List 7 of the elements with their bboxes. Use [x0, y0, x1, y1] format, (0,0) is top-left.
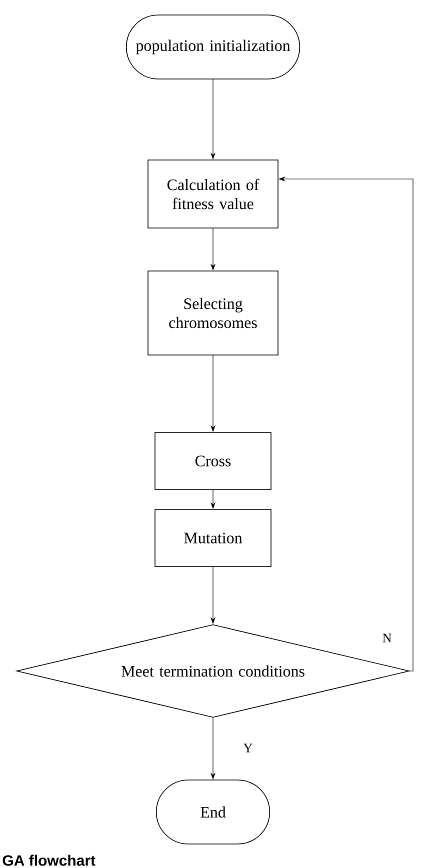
process-box: Cross — [154, 432, 272, 490]
process-box: Selecting chromosomes — [148, 270, 278, 356]
process-box: Mutation — [154, 509, 272, 567]
edge-label: Y — [242, 742, 254, 754]
caption: GA flowchart — [2, 854, 96, 866]
edge-label: N — [381, 632, 393, 644]
process-box: Calculation of fitness value — [148, 160, 278, 228]
